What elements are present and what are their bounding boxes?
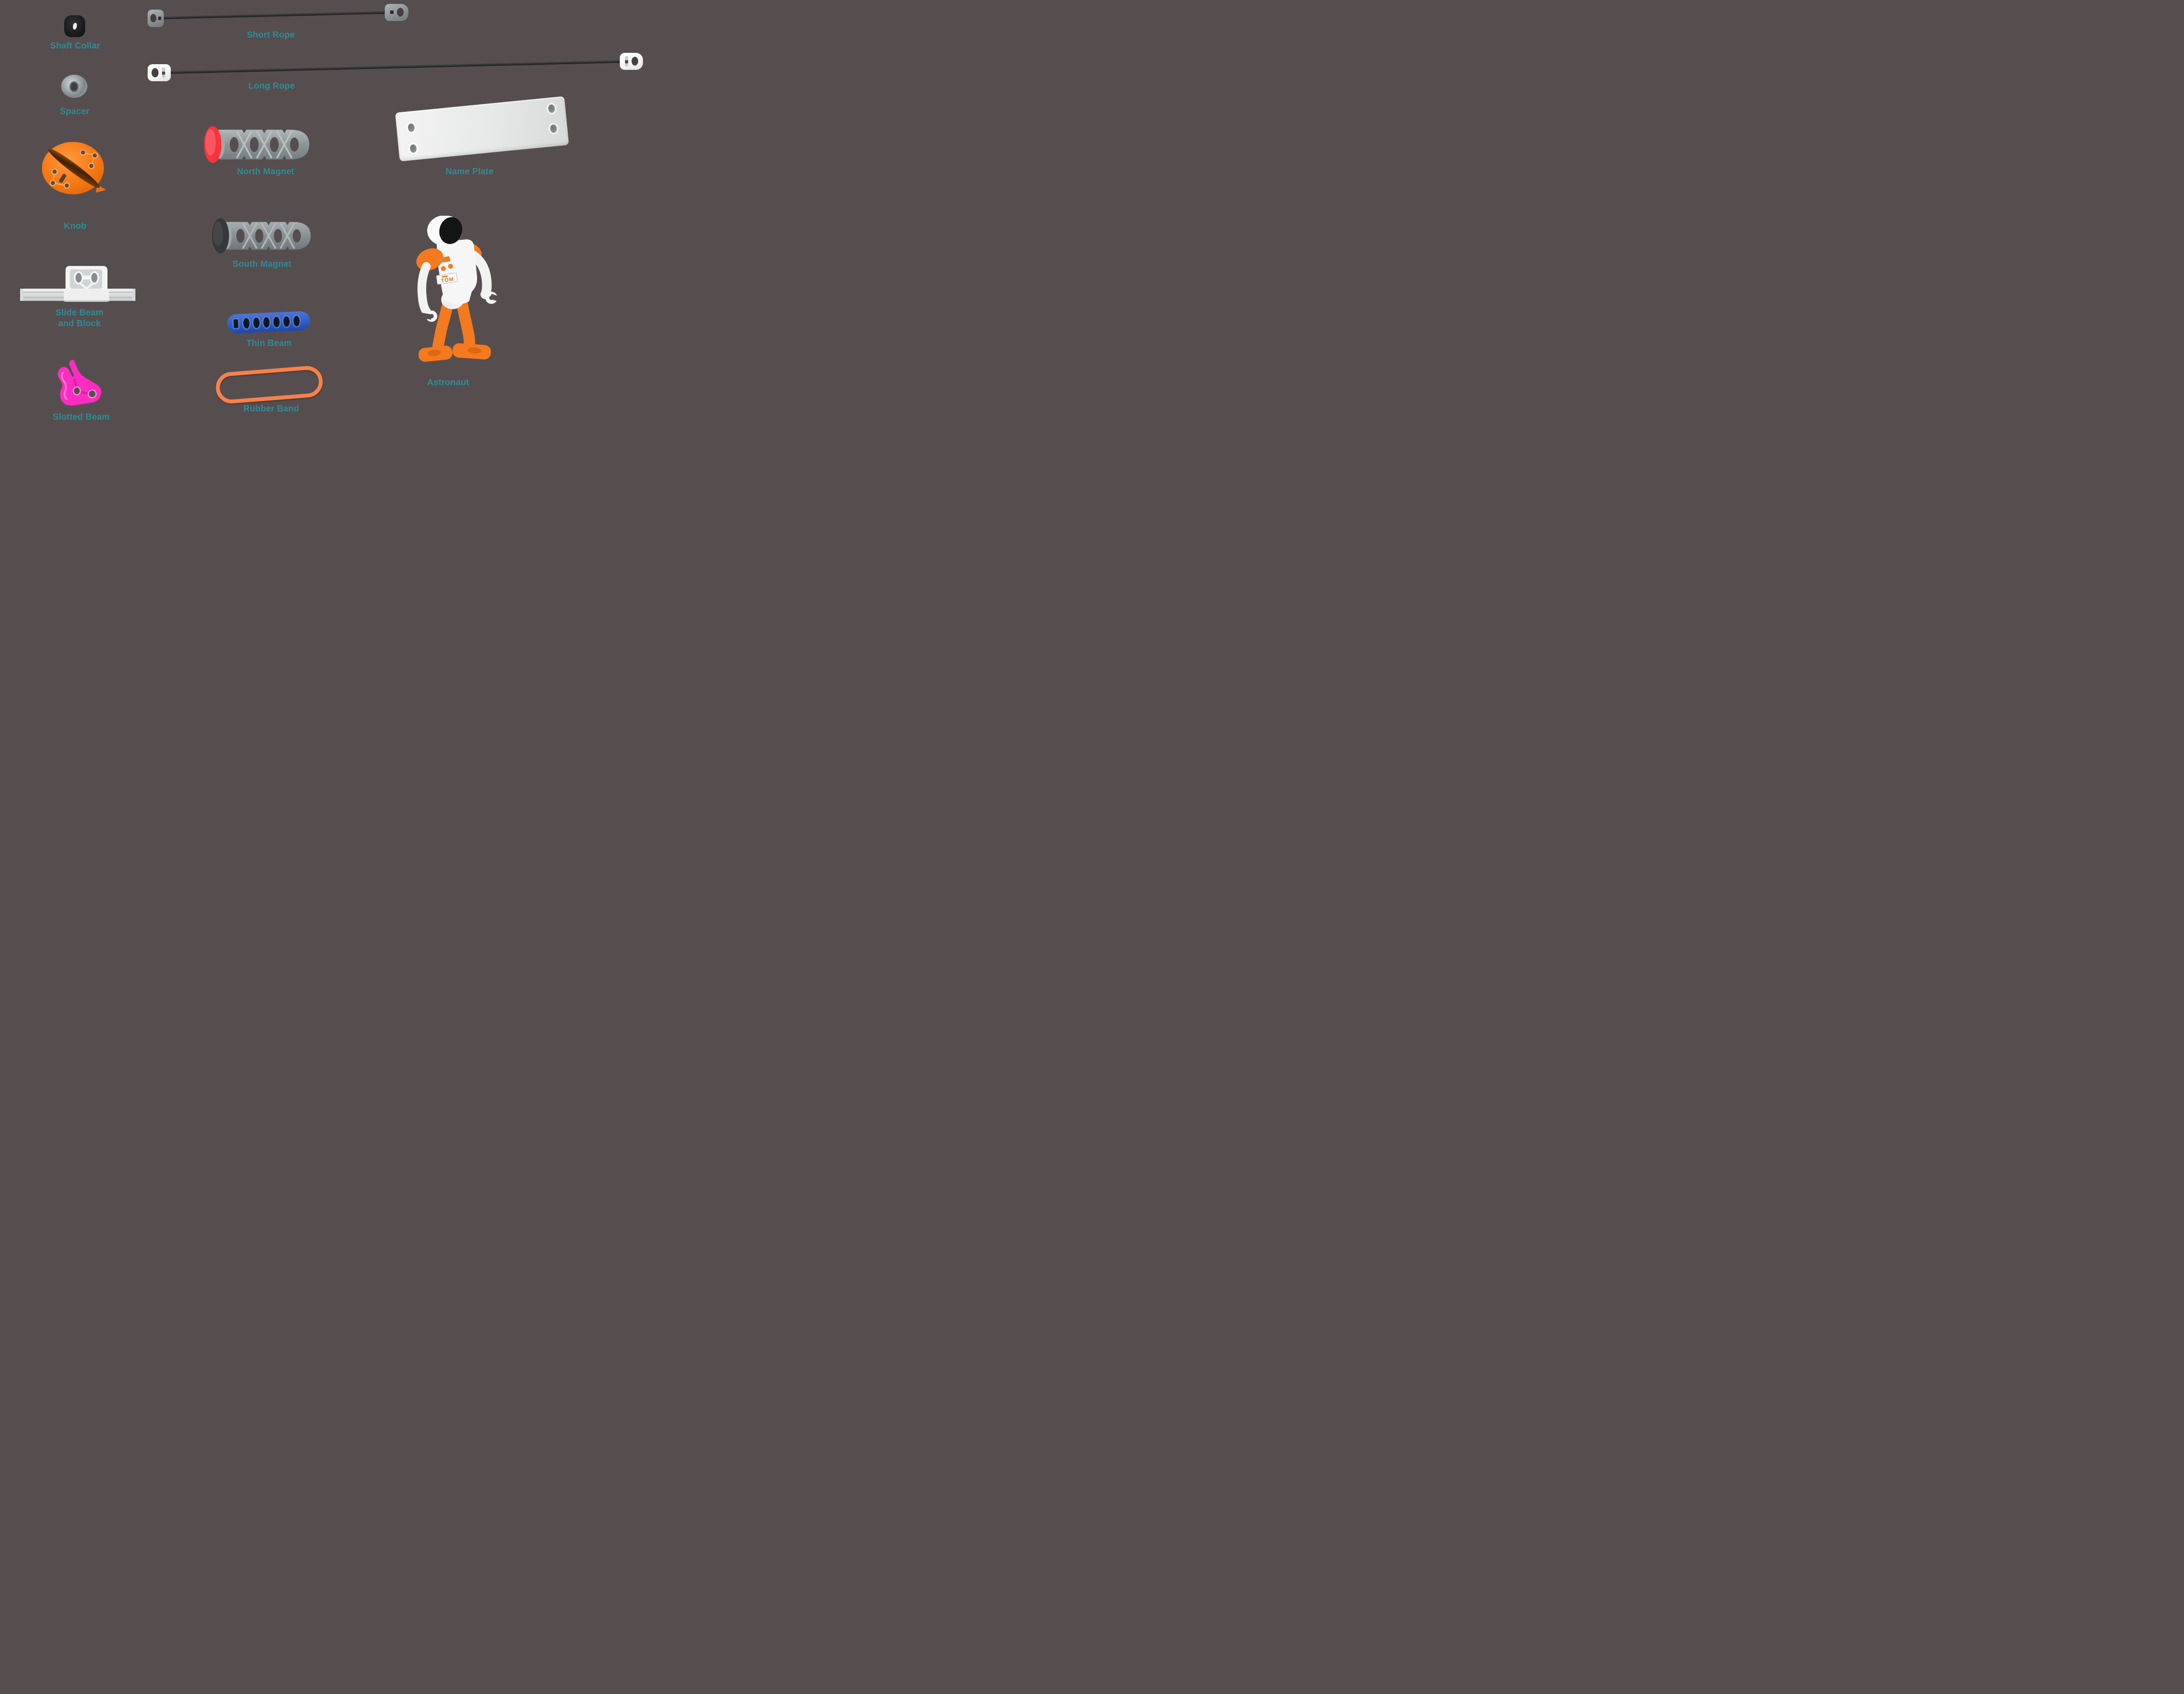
beam-hole [87,389,97,399]
knob-slot [59,174,66,183]
plate-hole [409,144,417,153]
label-line2: and Block [58,319,101,328]
astronaut-visor [439,217,463,244]
short-rope-label: Short Rope [247,30,295,40]
block-hole [90,271,99,284]
knob-holes [49,149,98,189]
rail-end [132,289,135,301]
connector-slot [625,56,628,66]
connector-slot [158,17,161,20]
beam-slot [233,319,238,328]
short-rope-left-connector [148,10,164,27]
south-magnet-label: South Magnet [232,259,292,269]
chest-button [441,266,446,271]
long-rope-label: Long Rope [248,81,295,91]
connector-hole [152,68,159,77]
chest-indicator-light [439,259,442,261]
thin-beam-label: Thin Beam [246,338,292,348]
slotted-beam-label: Slotted Beam [52,412,110,422]
magnet-notches [242,130,287,159]
spacer-image [61,75,87,98]
knob-fin [48,148,100,188]
astronaut-left-arm [417,262,431,316]
astronaut-right-leg [456,294,475,350]
name-plate-image [395,96,569,162]
knob-image [42,142,106,194]
connector-slot [162,68,165,78]
beam-hole [243,317,250,329]
beam-hole [283,316,290,327]
astronaut-label: Astronaut [427,378,470,387]
spacer-label: Spacer [60,107,90,116]
astronaut-image: TOM [416,216,502,362]
magnet-truss [242,223,295,249]
shaft-collar-image [64,15,85,37]
long-rope-right-connector [620,53,643,70]
rail-end [20,289,23,301]
north-magnet-image [204,126,309,163]
short-rope-right-connector [385,4,408,21]
connector-slot [390,10,394,14]
short-rope-cord [162,11,386,19]
cap-highlight [205,129,216,155]
astronaut-left-foot [418,345,453,362]
magnet-notches [248,222,290,250]
beam-hole [273,316,280,328]
astronaut-left-leg [432,294,455,352]
beam-hole [293,315,300,327]
plate-hole [549,124,557,133]
plate-hole [548,104,556,113]
slotted-beam-image [58,360,101,406]
name-plate-label: Name Plate [446,167,494,176]
connector-hole [150,14,156,22]
connector-hole [397,8,404,17]
beam-hole [263,317,270,328]
long-rope-cord [169,60,622,74]
long-rope-left-connector [148,64,171,81]
block-hole [74,271,83,284]
chest-name-tag [436,273,458,285]
parts-legend: Shaft Collar Short Rope Spacer Long Rope [0,0,648,424]
north-magnet-cap [204,126,221,163]
chest-badge [438,256,450,263]
beam-highlight [61,371,68,400]
block-clamp [64,289,109,302]
cap-highlight [213,221,223,246]
slide-beam-and-block-image [20,266,135,302]
knob-label: Knob [64,221,86,231]
north-magnet-label: North Magnet [237,167,294,176]
thin-beam-image [227,311,311,334]
astronaut-chest-panel: TOM [436,256,458,285]
beam-hole [73,386,81,396]
magnet-truss [236,131,293,159]
chest-button [448,264,453,269]
magnet-holes [236,229,301,243]
rubber-band-label: Rubber Band [243,404,299,414]
astronaut-left-hand [421,311,437,322]
connector-hole [632,57,638,66]
block-bar [81,276,92,279]
astronaut-torso [436,239,477,304]
astronaut-right-foot [452,343,491,360]
beam-hole [253,317,260,328]
south-magnet-cap [212,218,229,254]
south-magnet-image [212,218,311,254]
shaft-collar-hole [72,22,78,30]
astronaut-right-hand [485,292,502,304]
magnet-holes [230,137,299,152]
spacer-hole [71,83,77,91]
astronaut-right-arm [468,250,492,299]
plate-hole [408,123,415,132]
label-line1: Slide Beam [55,308,104,317]
shaft-collar-label: Shaft Collar [50,41,100,51]
rubber-band-image [214,365,324,405]
chest-tag-dash [442,275,448,278]
slide-beam-and-block-label: Slide Beam and Block [42,307,117,329]
chest-tag-text: TOM [441,276,454,284]
